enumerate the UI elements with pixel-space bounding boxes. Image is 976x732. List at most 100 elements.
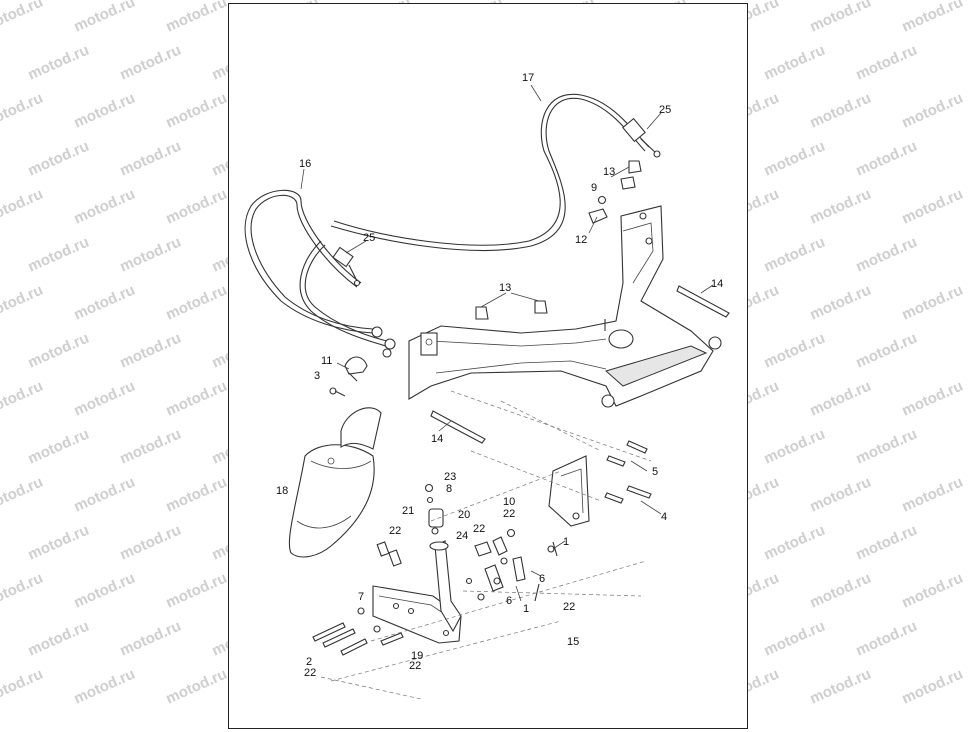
watermark-text: motod.ru <box>853 41 920 84</box>
watermark-text: motod.ru <box>0 89 46 132</box>
callout-10: 10 <box>503 496 515 508</box>
watermark-text: motod.ru <box>0 665 46 708</box>
watermark-text: motod.ru <box>899 0 966 36</box>
linkage-parts <box>465 528 558 602</box>
assembly-dashed-lines <box>320 390 652 700</box>
callout-9: 9 <box>591 182 597 194</box>
callout-12: 12 <box>575 234 587 246</box>
watermark-text: motod.ru <box>899 185 966 228</box>
watermark-text: motod.ru <box>163 185 230 228</box>
watermark-text: motod.ru <box>163 281 230 324</box>
pedal-pad-20 <box>428 508 444 528</box>
watermark-text: motod.ru <box>0 377 46 420</box>
watermark-text: motod.ru <box>163 0 230 36</box>
callout-13: 13 <box>499 282 511 294</box>
callout-7: 7 <box>358 591 364 603</box>
watermark-text: motod.ru <box>807 569 874 612</box>
diagram-frame: 17 25 16 13 9 12 25 13 14 11 3 14 5 18 2… <box>228 3 748 729</box>
callout-11: 11 <box>321 355 332 367</box>
leader-lines <box>300 84 714 602</box>
watermark-text: motod.ru <box>761 521 828 564</box>
pedal-assembly <box>372 483 462 644</box>
watermark-text: motod.ru <box>71 89 138 132</box>
watermark-text: motod.ru <box>71 281 138 324</box>
callout-15: 15 <box>567 636 579 648</box>
watermark-text: motod.ru <box>71 569 138 612</box>
parts-diagram: 17 25 16 13 9 12 25 13 14 11 3 14 5 18 2… <box>244 72 730 700</box>
callout-23: 23 <box>444 471 456 483</box>
clip-13-lower <box>475 300 548 320</box>
watermark-text: motod.ru <box>117 425 184 468</box>
watermark-text: motod.ru <box>163 377 230 420</box>
nut-9 <box>597 195 607 205</box>
cable-end-fitting <box>622 117 646 143</box>
angle-bracket <box>548 455 652 527</box>
callout-1: 1 <box>523 603 529 615</box>
watermark-text: motod.ru <box>25 137 92 180</box>
callout-24: 24 <box>456 530 468 542</box>
cable-adjuster <box>332 246 354 268</box>
watermark-text: motod.ru <box>899 569 966 612</box>
callout-14: 14 <box>431 433 443 445</box>
watermark-text: motod.ru <box>853 137 920 180</box>
tie-strap-14-right <box>676 285 730 318</box>
callout-18: 18 <box>276 485 288 497</box>
callout-5: 5 <box>652 466 658 478</box>
pedal-lever <box>434 540 462 633</box>
watermark-text: motod.ru <box>25 425 92 468</box>
watermark-text: motod.ru <box>761 41 828 84</box>
watermark-text: motod.ru <box>807 185 874 228</box>
watermark-text: motod.ru <box>0 569 46 612</box>
callout-2: 2 <box>306 656 312 668</box>
watermark-text: motod.ru <box>853 425 920 468</box>
watermark-text: motod.ru <box>117 329 184 372</box>
callout-22: 22 <box>473 523 485 535</box>
clip-13-upper <box>588 160 642 224</box>
watermark-text: motod.ru <box>0 473 46 516</box>
watermark-text: motod.ru <box>117 137 184 180</box>
watermark-text: motod.ru <box>899 473 966 516</box>
watermark-text: motod.ru <box>117 41 184 84</box>
watermark-text: motod.ru <box>761 233 828 276</box>
callout-1: 1 <box>563 536 569 548</box>
callout-17: 17 <box>522 72 534 84</box>
callout-22: 22 <box>389 525 401 537</box>
cable-16 <box>244 189 396 358</box>
watermark-text: motod.ru <box>761 617 828 660</box>
pins <box>376 541 402 567</box>
watermark-text: motod.ru <box>71 185 138 228</box>
watermark-text: motod.ru <box>899 281 966 324</box>
callout-22: 22 <box>304 667 316 679</box>
watermark-text: motod.ru <box>899 377 966 420</box>
cable-17 <box>330 93 661 251</box>
frame-plate <box>420 332 438 356</box>
watermark-text: motod.ru <box>807 281 874 324</box>
watermark-text: motod.ru <box>163 665 230 708</box>
callout-22: 22 <box>563 601 575 613</box>
watermark-text: motod.ru <box>853 233 920 276</box>
watermark-text: motod.ru <box>807 0 874 36</box>
mounting-frame <box>408 205 722 408</box>
watermark-text: motod.ru <box>163 89 230 132</box>
watermark-text: motod.ru <box>761 425 828 468</box>
watermark-text: motod.ru <box>0 0 46 36</box>
bolts-5 <box>606 440 648 467</box>
bolt-4 <box>626 485 652 499</box>
watermark-text: motod.ru <box>25 233 92 276</box>
watermark-text: motod.ru <box>853 329 920 372</box>
watermark-text: motod.ru <box>71 665 138 708</box>
clamp-11 <box>329 356 368 397</box>
callout-22: 22 <box>503 508 515 520</box>
watermark-text: motod.ru <box>163 569 230 612</box>
callout-4: 4 <box>661 511 667 523</box>
watermark-text: motod.ru <box>807 473 874 516</box>
watermark-text: motod.ru <box>117 521 184 564</box>
watermark-text: motod.ru <box>761 329 828 372</box>
callout-6: 6 <box>539 573 545 585</box>
callout-25: 25 <box>363 232 375 244</box>
bolts-2 <box>312 607 404 656</box>
callout-22: 22 <box>409 660 421 672</box>
callout-16: 16 <box>299 158 311 170</box>
watermark-text: motod.ru <box>71 473 138 516</box>
watermark-text: motod.ru <box>117 617 184 660</box>
